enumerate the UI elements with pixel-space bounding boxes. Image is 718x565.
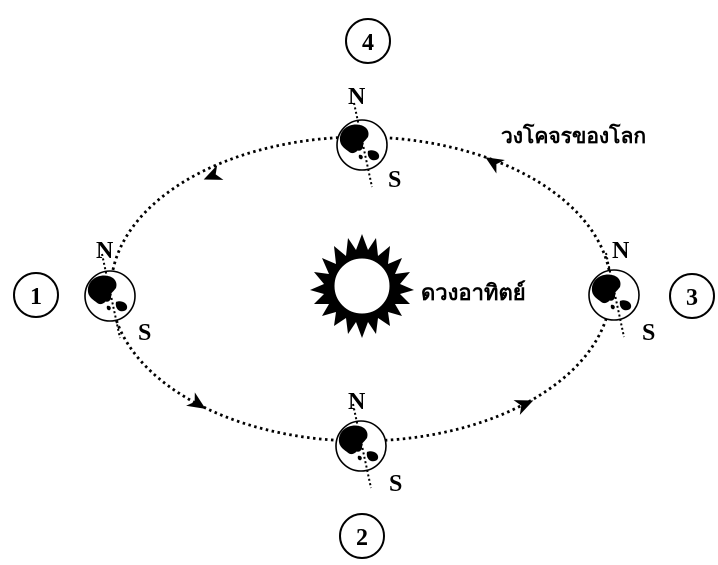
orbit-label: วงโคจรของโลก [501,123,646,148]
south-label: S [642,320,655,346]
position-number: 1 [30,284,42,310]
south-label: S [388,167,401,193]
position-number: 4 [362,30,374,56]
earth-position-3: N S 3 [589,238,714,346]
orbit-direction-arrow-icon [514,393,537,415]
orbit-direction-arrow-icon [186,392,210,415]
position-number: 3 [686,285,698,311]
earth-position-2: N S 2 [336,389,402,558]
north-label: N [348,389,366,415]
south-label: S [138,320,151,346]
earth-globe-icon [85,254,135,338]
earth-globe-icon [589,253,639,337]
position-number: 2 [356,525,368,551]
south-label: S [389,471,402,497]
earth-position-4: N S 4 [337,19,401,193]
north-label: N [612,238,630,264]
sun-label: ดวงอาทิตย์ [421,280,526,306]
earth-globe-icon [337,103,387,187]
earth-globe-icon [336,404,386,488]
orbit-direction-arrow-icon [201,165,224,187]
north-label: N [96,238,114,264]
earth-position-1: N S 1 [14,238,151,346]
north-label: N [348,84,366,110]
sun-icon [310,234,414,338]
